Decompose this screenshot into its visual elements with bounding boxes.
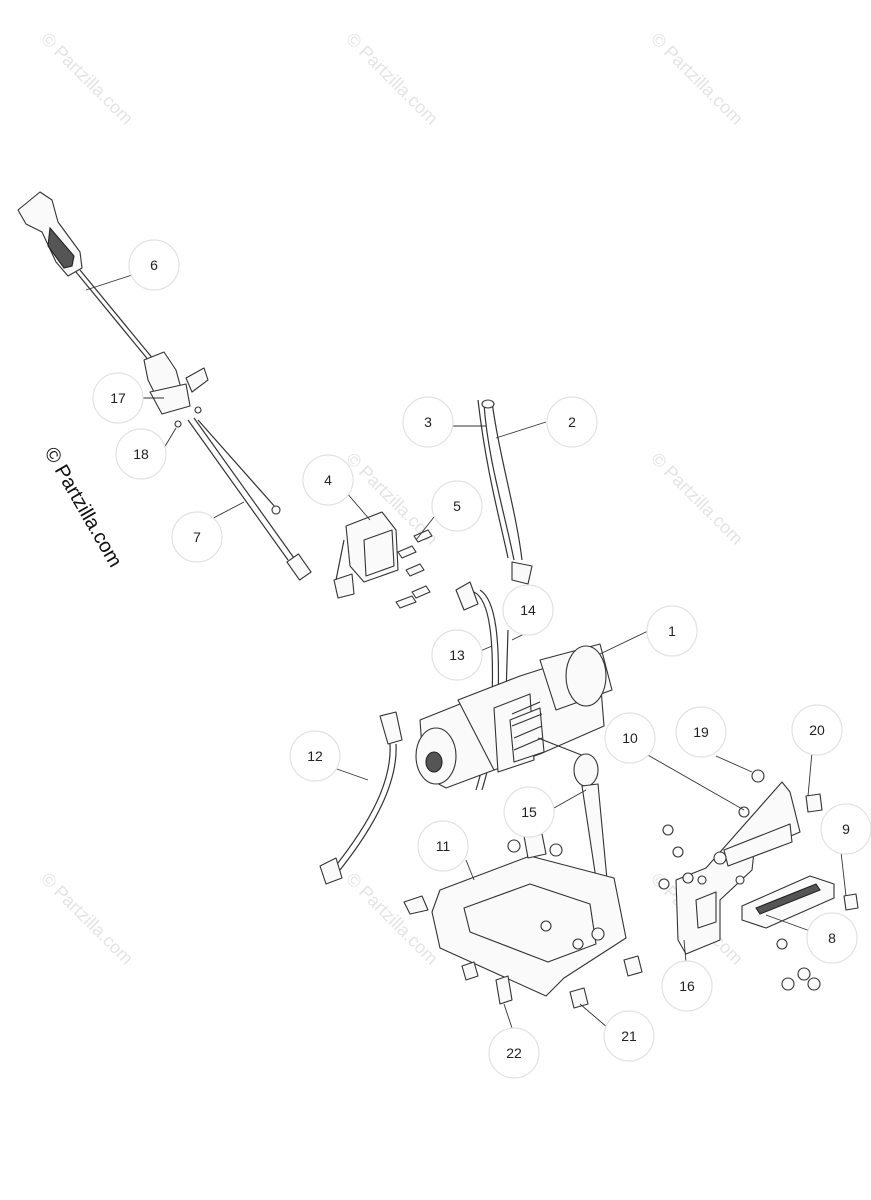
cable-12-part [319, 711, 403, 885]
callout-19[interactable]: 19 [675, 706, 727, 758]
callout-label: 4 [324, 472, 332, 488]
callout-21[interactable]: 21 [603, 1010, 655, 1062]
mount-clamp-part [149, 383, 202, 428]
callout-7[interactable]: 7 [171, 511, 223, 563]
power-cables-part [477, 399, 533, 585]
callout-15[interactable]: 15 [503, 786, 555, 838]
callout-3[interactable]: 3 [402, 396, 454, 448]
callout-label: 13 [449, 647, 465, 663]
callout-label: 10 [622, 730, 638, 746]
callout-label: 14 [520, 602, 536, 618]
link-15-part [537, 737, 609, 893]
callout-18[interactable]: 18 [115, 428, 167, 480]
callout-label: 3 [424, 414, 432, 430]
callout-22[interactable]: 22 [488, 1027, 540, 1079]
callout-16[interactable]: 16 [661, 960, 713, 1012]
callout-20[interactable]: 20 [791, 704, 843, 756]
callout-label: 17 [110, 390, 126, 406]
callout-label: 9 [842, 821, 850, 837]
watermark: © Partzilla.com [647, 29, 747, 129]
winch-assembly-part [415, 643, 613, 789]
callout-17[interactable]: 17 [92, 372, 144, 424]
watermark: © Partzilla.com [37, 29, 137, 129]
callout-label: 19 [693, 724, 709, 740]
remote-controller-part [17, 191, 209, 401]
brand-label: © Partzilla.com [40, 444, 126, 572]
small-hardware-part [738, 769, 859, 911]
watermark: © Partzilla.com [37, 869, 137, 969]
callout-13[interactable]: 13 [431, 629, 483, 681]
callout-label: 11 [436, 838, 451, 854]
mount-plate-part [403, 833, 627, 997]
callout-6[interactable]: 6 [128, 239, 180, 291]
callout-14[interactable]: 14 [502, 584, 554, 636]
leader-lines [85, 274, 847, 1029]
callout-8[interactable]: 8 [806, 912, 858, 964]
watermark: © Partzilla.com [342, 869, 442, 969]
callout-label: 21 [621, 1028, 637, 1044]
callout-label: 18 [133, 446, 149, 462]
callout-label: 5 [453, 498, 461, 514]
callout-11[interactable]: 11 [417, 820, 469, 872]
callout-12[interactable]: 12 [289, 730, 341, 782]
callout-label: 16 [679, 978, 695, 994]
watermark-group: © Partzilla.com © Partzilla.com © Partzi… [37, 29, 747, 969]
fairlead-8-part [741, 875, 835, 991]
callout-5[interactable]: 5 [431, 480, 483, 532]
contactor-part [333, 511, 399, 599]
callout-label: 22 [506, 1045, 522, 1061]
bracket-16-part [658, 781, 801, 955]
callout-label: 8 [828, 930, 836, 946]
callout-2[interactable]: 2 [546, 396, 598, 448]
callout-1[interactable]: 1 [646, 605, 698, 657]
watermark: © Partzilla.com [342, 29, 442, 129]
callout-label: 1 [668, 623, 676, 639]
callout-10[interactable]: 10 [604, 712, 656, 764]
callout-label: 6 [150, 257, 158, 273]
callout-4[interactable]: 4 [302, 454, 354, 506]
callout-label: 12 [307, 748, 323, 764]
bolts-part [461, 955, 643, 1009]
callout-label: 15 [521, 804, 537, 820]
callout-label: 20 [809, 722, 825, 738]
callout-label: 7 [193, 529, 201, 545]
contactor-screws-part [395, 529, 433, 609]
callout-9[interactable]: 9 [820, 803, 871, 855]
watermark: © Partzilla.com [647, 449, 747, 549]
callout-label: 2 [568, 414, 576, 430]
lead-harness-part [187, 417, 312, 581]
